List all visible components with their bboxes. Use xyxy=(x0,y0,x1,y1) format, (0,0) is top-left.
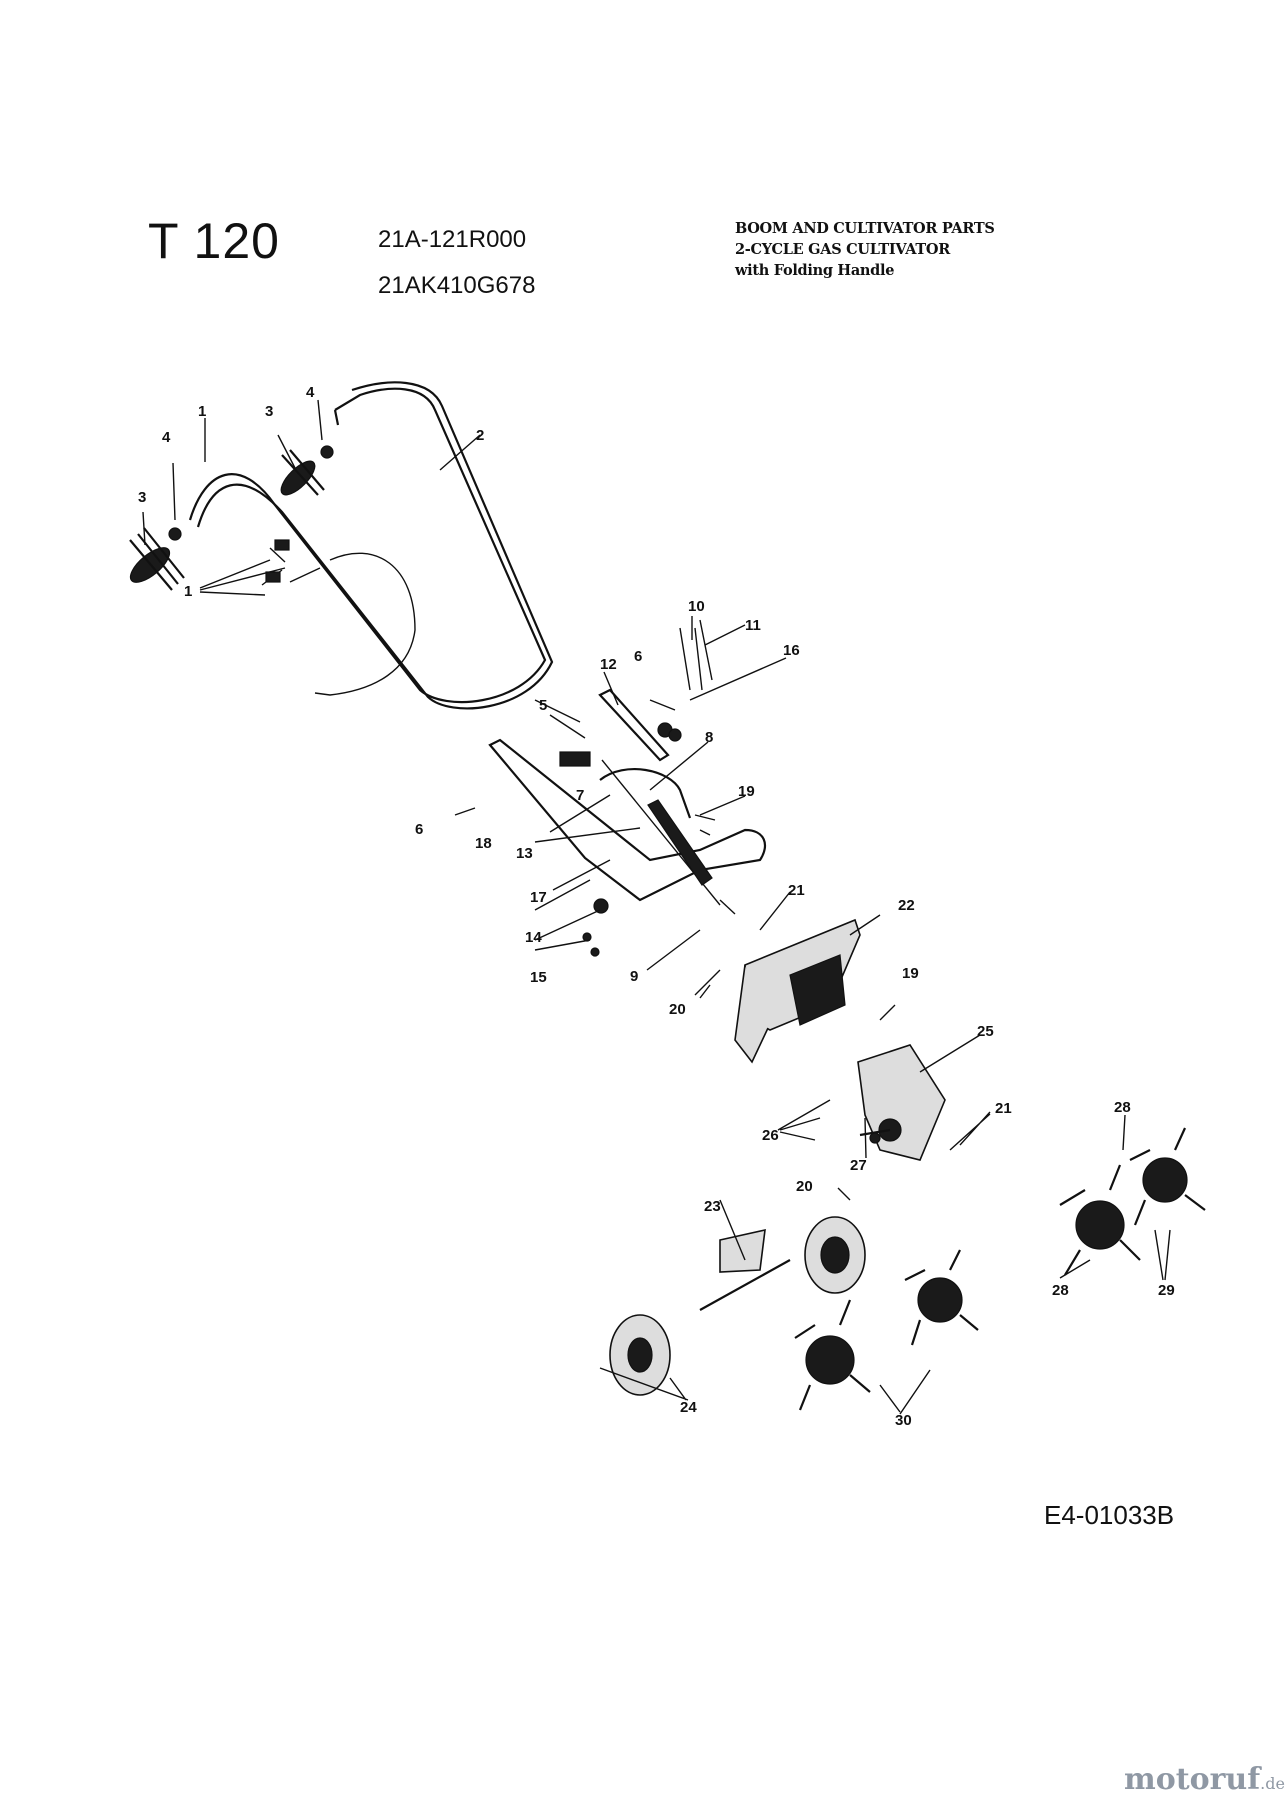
handle-bar xyxy=(188,381,554,710)
watermark-logo: motoruf.de xyxy=(1124,1762,1285,1797)
drawing-id: E4-01033B xyxy=(1044,1500,1175,1530)
callout-label: 15 xyxy=(530,969,547,986)
callout-label: 28 xyxy=(1114,1099,1131,1116)
shift-lever xyxy=(598,688,682,762)
tine-assembly xyxy=(794,1249,979,1411)
callout-label: 3 xyxy=(138,489,146,506)
callout-label: 10 xyxy=(688,598,705,615)
callout-labels: 1 3 4 2 3 4 1 10 11 16 6 12 5 8 7 19 6 1… xyxy=(138,384,1175,1429)
callout-label: 13 xyxy=(516,845,533,862)
fastener-group xyxy=(454,619,716,957)
callout-label: 2 xyxy=(476,427,484,444)
callout-label: 4 xyxy=(162,429,171,446)
watermark-tld: .de xyxy=(1260,1774,1285,1793)
diagram-subtitle: BOOM AND CULTIVATOR PARTS 2-CYCLE GAS CU… xyxy=(735,218,995,281)
callout-label: 19 xyxy=(738,783,755,800)
callout-label: 4 xyxy=(306,384,315,401)
callout-label: 24 xyxy=(680,1399,697,1416)
spacer xyxy=(320,445,334,459)
tine-shield xyxy=(734,918,861,1064)
subtitle-line: BOOM AND CULTIVATOR PARTS xyxy=(735,220,995,237)
callout-label: 22 xyxy=(898,897,915,914)
leader-lines xyxy=(142,399,1171,1415)
drag-stake xyxy=(699,1228,791,1311)
callout-label: 3 xyxy=(265,403,273,420)
drive-shaft xyxy=(647,799,736,915)
callout-label: 16 xyxy=(783,642,800,659)
callout-label: 20 xyxy=(669,1001,686,1018)
callout-label: 20 xyxy=(796,1178,813,1195)
callout-label: 21 xyxy=(788,882,805,899)
callout-label: 1 xyxy=(198,403,206,420)
tine-assembly xyxy=(1059,1127,1206,1276)
callout-label: 14 xyxy=(525,929,542,946)
wheel xyxy=(609,1314,671,1396)
spacer xyxy=(168,527,182,541)
watermark-text: motoruf xyxy=(1124,1762,1261,1797)
callout-label: 9 xyxy=(630,968,638,985)
callout-label: 6 xyxy=(415,821,423,838)
callout-label: 19 xyxy=(902,965,919,982)
wheel xyxy=(804,1216,866,1294)
callout-label: 12 xyxy=(600,656,617,673)
throttle-cable xyxy=(261,539,416,696)
callout-label: 17 xyxy=(530,889,547,906)
callout-label: 27 xyxy=(850,1157,867,1174)
callout-label: 11 xyxy=(745,617,761,634)
callout-label: 30 xyxy=(895,1412,912,1429)
callout-label: 6 xyxy=(634,648,642,665)
model-code: 21AK410G678 xyxy=(378,272,536,299)
callout-label: 23 xyxy=(704,1198,721,1215)
model-title: T 120 xyxy=(148,213,280,269)
callout-label: 5 xyxy=(539,697,547,714)
subtitle-line: with Folding Handle xyxy=(735,262,895,279)
subtitle-line: 2-CYCLE GAS CULTIVATOR xyxy=(735,241,950,258)
boom-tube xyxy=(488,738,767,906)
callout-label: 26 xyxy=(762,1127,779,1144)
callout-label: 29 xyxy=(1158,1282,1175,1299)
callout-label: 21 xyxy=(995,1100,1012,1117)
callout-label: 7 xyxy=(576,787,584,804)
callout-label: 1 xyxy=(184,583,192,600)
callout-label: 28 xyxy=(1052,1282,1069,1299)
callout-label: 8 xyxy=(705,729,713,746)
grip xyxy=(280,449,325,496)
model-code: 21A-121R000 xyxy=(378,226,527,253)
callout-label: 18 xyxy=(475,835,492,852)
gear-housing xyxy=(857,1044,946,1161)
callout-label: 25 xyxy=(977,1023,994,1040)
